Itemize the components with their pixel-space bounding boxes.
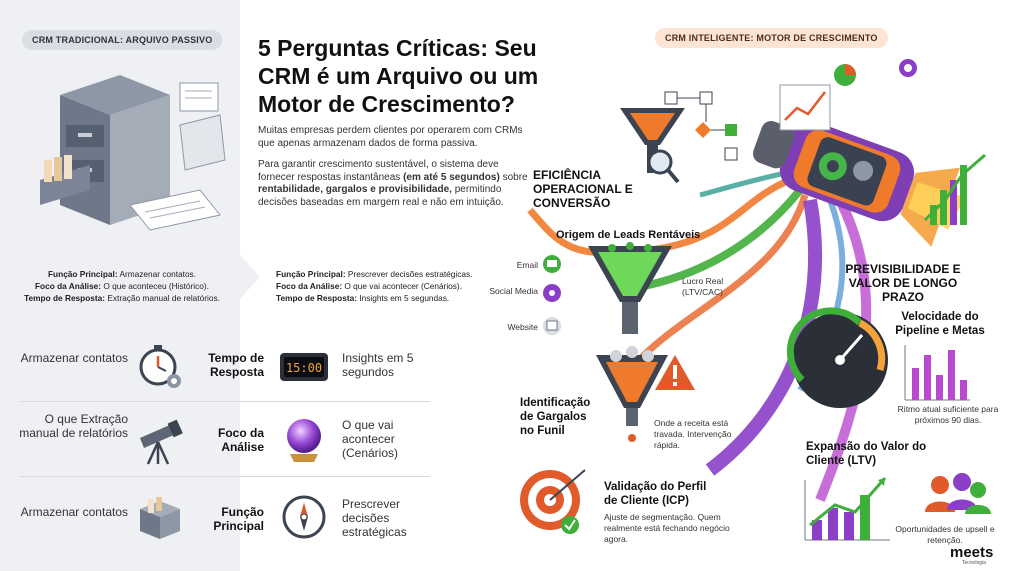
stopwatch-gear-icon [139, 345, 181, 388]
pipeline-heading: Velocidade do Pipeline e Metas [895, 311, 985, 337]
old-value: Armazenar contatos [20, 505, 128, 519]
smart-crm-badge: CRM INTELIGENTE: MOTOR DE CRESCIMENTO [655, 28, 888, 48]
comparison-row-response-time: Armazenar contatos Tempo de Resposta 15:… [0, 335, 440, 403]
new-value: Insights em 5 segundos [342, 351, 414, 379]
old-value: Armazenar contatos [20, 351, 128, 365]
traditional-crm-badge: CRM TRADICIONAL: ARQUIVO PASSIVO [22, 30, 223, 50]
page-title: 5 Perguntas Críticas: Seu CRM é um Arqui… [258, 35, 539, 117]
comparison-row-analysis-focus: O que Extração manual de relatórios Foco… [0, 408, 440, 476]
target-icon [520, 469, 586, 534]
bottlenecks-desc: Onde a receita está travada. Intervenção… [654, 418, 732, 450]
social-media-icon [543, 284, 561, 302]
green-leads-funnel-icon [588, 242, 672, 334]
smart-meta: Função Principal: Prescrever decisões es… [276, 269, 473, 303]
meets-logo: meets [950, 544, 994, 561]
traditional-meta: Função Principal: Armazenar contatos. Fo… [24, 269, 220, 303]
pipeline-desc: Ritmo atual suficiente para próximos 90 … [897, 404, 999, 425]
efficiency-heading: EFICIÊNCIA OPERACIONAL E CONVERSÃO [533, 168, 633, 210]
row-label: Função Principal [213, 505, 264, 533]
bottlenecks-heading: Identificação de Gargalos no Funil [520, 397, 591, 437]
line-chart-icon [779, 84, 831, 131]
intro-paragraph-1: Muitas empresas perdem clientes por oper… [258, 125, 523, 149]
row-label: Tempo de Resposta [208, 351, 264, 379]
growth-engine-illustration [520, 59, 991, 541]
new-value: Prescrever decisões estratégicas [342, 497, 407, 539]
row-divider [20, 476, 430, 477]
bar-chart-icon [923, 153, 986, 225]
website-icon [543, 317, 561, 335]
clock-digits: 15:00 [286, 361, 322, 375]
rocket-engine-icon [752, 120, 966, 247]
crystal-ball-icon [287, 419, 321, 462]
pipeline-bar-chart-icon [904, 345, 970, 401]
row-divider [20, 401, 430, 402]
file-cabinet-icon [40, 75, 226, 231]
warning-icon [655, 355, 695, 390]
icp-heading: Validação do Perfil de Cliente (ICP) [604, 481, 707, 507]
source-email-label: Email [516, 260, 538, 270]
compass-icon [282, 495, 326, 539]
telescope-icon [140, 419, 183, 465]
real-profit-label: Lucro Real (LTV/CAC) [682, 276, 724, 297]
meets-logo-sub: Tecnologia [962, 560, 986, 566]
bottleneck-funnel-icon [596, 346, 668, 442]
file-box-icon [140, 497, 180, 539]
leads-origin-heading: Origem de Leads Rentáveis [556, 229, 701, 241]
comparison-row-main-function: Armazenar contatos Função Principal Pres… [0, 483, 440, 551]
gear-icon [899, 59, 917, 77]
ltv-growth-chart-icon [804, 477, 890, 541]
intro-text: Muitas empresas perdem clientes por oper… [258, 125, 528, 218]
funnel-magnifier-icon [620, 108, 685, 184]
digital-clock-icon: 15:00 [280, 353, 328, 381]
pie-chart-icon [834, 64, 856, 86]
intro-paragraph-2: Para garantir crescimento sustentável, o… [258, 159, 528, 208]
old-value: O que Extração manual de relatórios [19, 412, 128, 440]
speed-gauge-icon [786, 307, 888, 408]
customers-icon [925, 473, 991, 514]
left-panel-arrow [240, 255, 260, 299]
source-website-label: Website [507, 322, 538, 332]
new-value: O que vai acontecer (Cenários) [342, 418, 399, 460]
email-icon [543, 255, 561, 273]
ltv-desc: Oportunidades de upsell e retenção. [895, 524, 995, 545]
process-flowchart-icon [664, 91, 738, 161]
row-label: Foco da Análise [217, 426, 264, 454]
source-social-label: Social Media [489, 286, 538, 296]
icp-desc: Ajuste de segmentação. Quem realmente es… [604, 512, 730, 544]
ltv-heading: Expansão do Valor do Cliente (LTV) [806, 441, 927, 467]
predictability-heading: PREVISIBILIDADE E VALOR DE LONGO PRAZO [845, 262, 961, 304]
